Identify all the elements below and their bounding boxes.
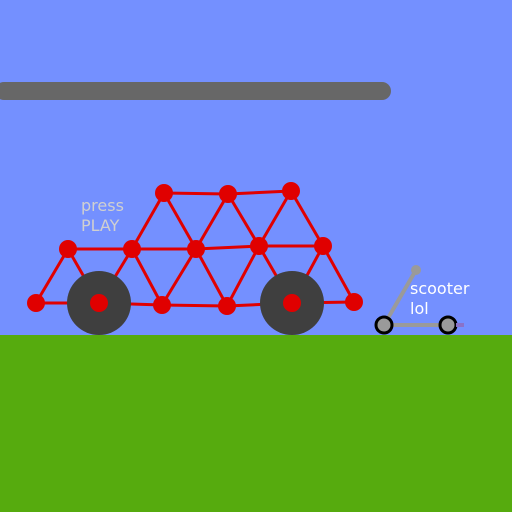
frame-joint[interactable] xyxy=(123,240,141,258)
frame-rod xyxy=(161,303,228,308)
frame-rod xyxy=(194,193,230,250)
scooter[interactable] xyxy=(374,265,464,335)
frame-rod xyxy=(34,248,70,304)
frame-rod xyxy=(257,190,293,247)
frame-joint[interactable] xyxy=(27,294,45,312)
scooter-wheel-rear xyxy=(374,315,394,335)
frame-joint[interactable] xyxy=(155,184,173,202)
ground xyxy=(0,335,512,512)
frame-rod xyxy=(194,248,229,307)
frame-joint[interactable] xyxy=(282,182,300,200)
frame-rod xyxy=(130,248,164,306)
frame-rod xyxy=(321,245,356,303)
scooter-handle-joint xyxy=(411,265,421,275)
frame-rod xyxy=(195,244,260,251)
frame-joint[interactable] xyxy=(314,237,332,255)
frame-rod xyxy=(227,189,292,196)
frame-joint[interactable] xyxy=(250,237,268,255)
frame-joint[interactable] xyxy=(218,297,236,315)
frame-rod xyxy=(163,191,229,196)
scooter-wheel-front xyxy=(438,315,458,335)
car-frame-joints xyxy=(27,182,363,315)
frame-rod xyxy=(226,193,261,247)
frame-joint[interactable] xyxy=(219,185,237,203)
frame-rod xyxy=(162,192,198,250)
frame-rod xyxy=(160,248,198,306)
frame-joint[interactable] xyxy=(283,294,301,312)
frame-rod xyxy=(289,190,325,247)
frame-rod xyxy=(225,245,261,307)
frame-joint[interactable] xyxy=(345,293,363,311)
scooter-handlebar xyxy=(382,268,418,327)
scooter-caption: scooter lol xyxy=(410,279,470,318)
frame-joint[interactable] xyxy=(153,296,171,314)
frame-joint[interactable] xyxy=(90,294,108,312)
press-play-hint: press PLAY xyxy=(81,196,124,235)
frame-joint[interactable] xyxy=(59,240,77,258)
frame-joint[interactable] xyxy=(187,240,205,258)
frame-rod xyxy=(130,192,166,250)
